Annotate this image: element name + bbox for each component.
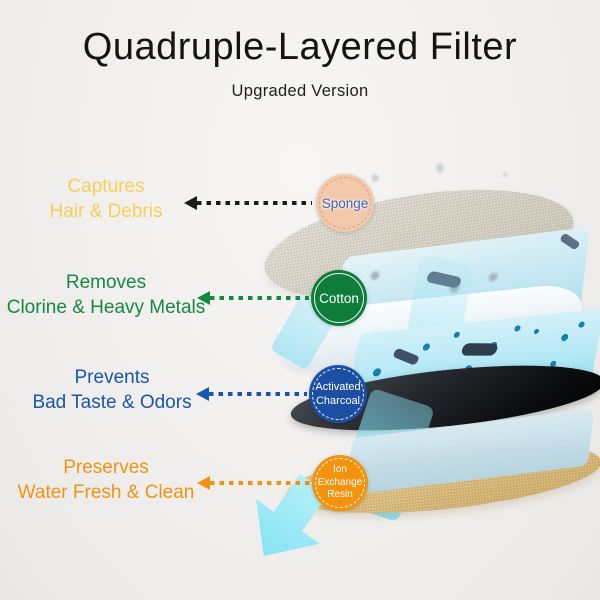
badge-cotton: Cotton xyxy=(311,270,367,326)
badge-label: Sponge xyxy=(321,195,369,211)
benefit-line: Captures xyxy=(67,176,145,197)
benefit-label-cotton: Removes Clorine & Heavy Metals xyxy=(0,270,212,320)
arrow-dotted-line xyxy=(209,391,307,397)
bacteria-rod xyxy=(460,343,499,356)
badge-activated-charcoal: Activated Charcoal xyxy=(309,365,367,423)
benefit-line: Prevents xyxy=(74,367,150,388)
arrow-head-icon xyxy=(184,196,197,210)
benefit-line: Preserves xyxy=(63,457,149,478)
badge-label: Exchange xyxy=(317,476,363,488)
badge-label: Ion xyxy=(333,464,347,476)
arrow-dotted-line xyxy=(210,295,309,301)
arrow-dotted-line xyxy=(210,480,311,486)
arrow-head-icon xyxy=(197,291,210,305)
benefit-label-sponge: Captures Hair & Debris xyxy=(0,174,212,224)
arrow-head-icon xyxy=(197,476,210,490)
benefit-label-resin: Preserves Water Fresh & Clean xyxy=(0,455,212,505)
arrow-dotted-line xyxy=(197,200,312,206)
badge-label: Cotton xyxy=(319,290,359,306)
benefit-line: Hair & Debris xyxy=(49,201,163,222)
pointer-arrow-charcoal xyxy=(196,387,307,401)
benefit-line: Bad Taste & Odors xyxy=(32,392,192,413)
page-title: Quadruple-Layered Filter xyxy=(82,26,518,68)
pointer-arrow-sponge xyxy=(184,196,312,210)
badge-label: Resin xyxy=(327,489,353,501)
arrow-head-icon xyxy=(196,387,209,401)
badge-ion-exchange-resin: Ion Exchange Resin xyxy=(312,455,368,511)
badge-label: Charcoal xyxy=(315,395,361,407)
benefit-line: Removes xyxy=(65,272,147,293)
floating-debris-specks xyxy=(355,150,555,195)
header: Quadruple-Layered Filter Upgraded Versio… xyxy=(0,26,600,101)
benefit-label-charcoal: Prevents Bad Taste & Odors xyxy=(6,365,218,415)
badge-sponge: Sponge xyxy=(316,174,374,232)
benefit-line: Water Fresh & Clean xyxy=(17,482,195,503)
benefit-line: Clorine & Heavy Metals xyxy=(6,297,206,318)
page-subtitle: Upgraded Version xyxy=(231,82,369,100)
pointer-arrow-cotton xyxy=(197,291,309,305)
pointer-arrow-resin xyxy=(197,476,311,490)
badge-label: Activated xyxy=(315,381,361,393)
